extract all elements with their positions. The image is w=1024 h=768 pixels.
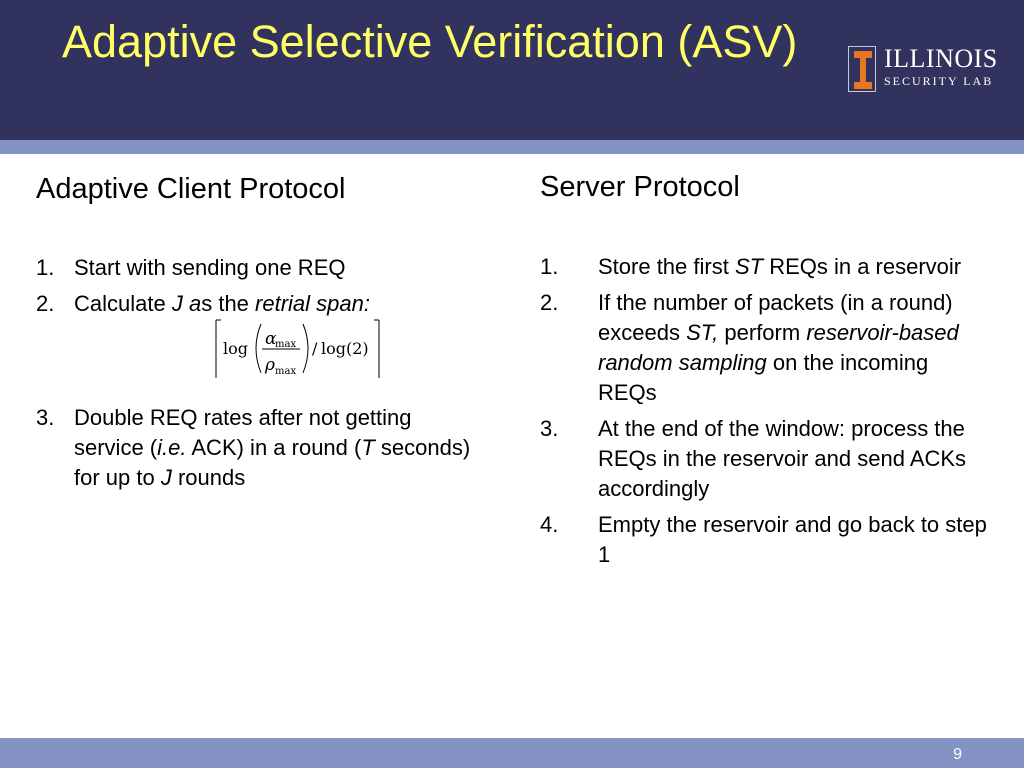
illinois-block-i-icon bbox=[848, 46, 876, 92]
formula-rho-sub: max bbox=[275, 366, 296, 377]
retrial-span-formula: log α max ρ max / log(2) bbox=[215, 319, 380, 378]
logo-line-2: SECURITY LAB bbox=[884, 74, 994, 88]
text-run-italic: i.e. bbox=[157, 435, 187, 460]
list-item: 1. Start with sending one REQ bbox=[36, 253, 486, 283]
list-item: 2. Calculate J as the retrial span: bbox=[36, 289, 486, 319]
paren-left bbox=[255, 323, 262, 374]
footer-bar: 9 bbox=[0, 738, 1024, 768]
client-protocol-list: 1. Start with sending one REQ 2. Calcula… bbox=[36, 253, 486, 493]
list-number: 2. bbox=[36, 291, 55, 316]
page-number: 9 bbox=[953, 746, 962, 763]
list-item-text: Start with sending one REQ bbox=[36, 253, 486, 283]
text-run: on the incoming REQs bbox=[598, 350, 929, 405]
text-run: Calculate bbox=[74, 291, 172, 316]
list-number: 2. bbox=[540, 290, 559, 315]
text-run: s the bbox=[201, 291, 256, 316]
text-run-italic: reservoir-based random sampling bbox=[598, 320, 959, 375]
illinois-security-lab-logo: ILLINOIS SECURITY LAB bbox=[848, 44, 1013, 94]
formula-divider: / bbox=[312, 339, 318, 358]
list-number: 1. bbox=[36, 255, 55, 280]
text-run: REQs in a reservoir bbox=[763, 254, 962, 279]
paren-right bbox=[302, 323, 309, 374]
text-run: perform bbox=[718, 320, 807, 345]
list-number: 3. bbox=[540, 416, 559, 441]
text-run: Double REQ rates after not getting servi… bbox=[74, 405, 412, 460]
logo-wordmark: ILLINOIS SECURITY LAB bbox=[884, 44, 998, 88]
text-run: Store the first bbox=[598, 254, 735, 279]
list-item-text: At the end of the window: process the RE… bbox=[540, 414, 992, 504]
list-item-text: Store the first ST REQs in a reservoir bbox=[540, 252, 992, 282]
list-item: 2. If the number of packets (in a round)… bbox=[540, 288, 992, 408]
client-protocol-heading: Adaptive Client Protocol bbox=[36, 173, 346, 205]
list-item-text: Empty the reservoir and go back to step … bbox=[540, 510, 992, 570]
text-run-italic: retrial span: bbox=[255, 291, 370, 316]
text-run: seconds) for up to bbox=[74, 435, 471, 490]
list-item-text: If the number of packets (in a round) ex… bbox=[540, 288, 992, 408]
text-run-italic: T bbox=[361, 435, 375, 460]
list-number: 1. bbox=[540, 254, 559, 279]
text-run-italic: ST bbox=[734, 254, 764, 279]
list-item: 4. Empty the reservoir and go back to st… bbox=[540, 510, 992, 570]
server-protocol-list: 1. Store the first ST REQs in a reservoi… bbox=[540, 252, 992, 570]
list-item: 3. At the end of the window: process the… bbox=[540, 414, 992, 504]
text-run: At the end of the window: process the RE… bbox=[598, 416, 967, 501]
list-item: 1. Store the first ST REQs in a reservoi… bbox=[540, 252, 992, 282]
formula-rho: ρ bbox=[264, 355, 275, 375]
list-item: 3. Double REQ rates after not getting se… bbox=[36, 403, 486, 493]
text-run-italic: a bbox=[188, 291, 202, 316]
formula-alpha-sub: max bbox=[275, 339, 296, 350]
text-run-italic: ST, bbox=[686, 320, 719, 345]
list-item-text: Calculate J as the retrial span: bbox=[36, 289, 486, 319]
slide-title: Adaptive Selective Verification (ASV) bbox=[62, 16, 798, 67]
list-number: 4. bbox=[540, 512, 559, 537]
formula-log-2: log(2) bbox=[321, 339, 369, 358]
text-run: Start with sending one REQ bbox=[74, 255, 346, 280]
list-number: 3. bbox=[36, 405, 55, 430]
text-run: rounds bbox=[177, 465, 246, 490]
list-item-text: Double REQ rates after not getting servi… bbox=[36, 403, 486, 493]
text-run-italic: J bbox=[171, 291, 189, 316]
formula-log-1: log bbox=[223, 339, 248, 358]
text-run-italic: J bbox=[160, 465, 178, 490]
text-run: If the number of packets (in a round) ex… bbox=[598, 290, 953, 345]
title-bar: Adaptive Selective Verification (ASV) IL… bbox=[0, 0, 1024, 140]
logo-line-1: ILLINOIS bbox=[884, 44, 998, 73]
text-run: ACK) in a round ( bbox=[186, 435, 362, 460]
formula-alpha: α bbox=[265, 329, 277, 349]
header-stripe bbox=[0, 140, 1024, 154]
text-run: Empty the reservoir and go back to step … bbox=[598, 512, 987, 567]
server-protocol-heading: Server Protocol bbox=[540, 171, 740, 203]
